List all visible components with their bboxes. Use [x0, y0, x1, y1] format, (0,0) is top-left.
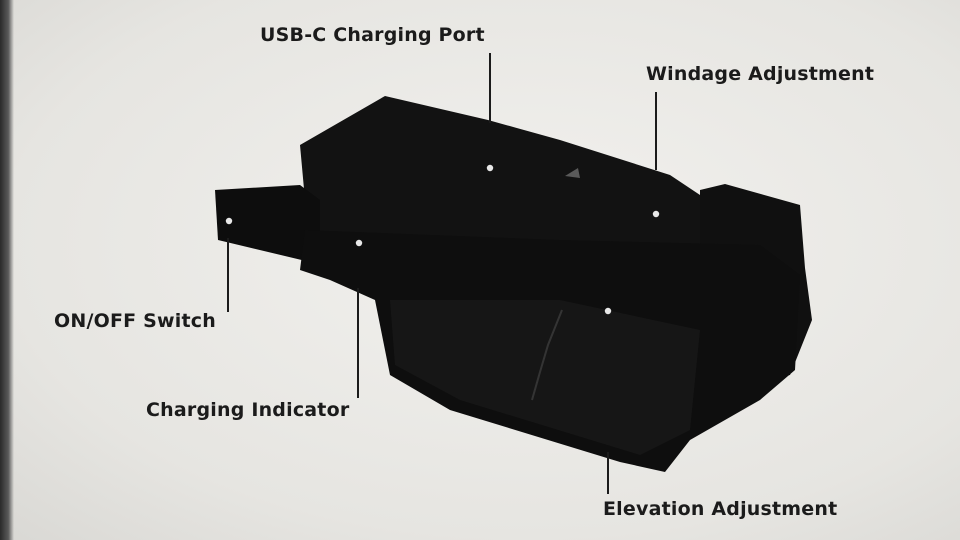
leader-elevation: [607, 452, 609, 494]
device-shade-band: [390, 300, 700, 455]
label-elevation-adjustment: Elevation Adjustment: [603, 498, 838, 520]
callout-dot-on-off: [225, 217, 233, 225]
leader-on-off: [227, 238, 229, 312]
leader-windage: [655, 92, 657, 170]
label-windage-adjustment: Windage Adjustment: [646, 63, 875, 85]
callout-dot-usb-port: [486, 164, 494, 172]
leader-usb-port: [489, 53, 491, 123]
device-top-housing: [300, 96, 800, 260]
label-usb-c-charging-port: USB-C Charging Port: [260, 24, 485, 46]
device-scratch: [531, 309, 563, 401]
page-edge-shadow: [0, 0, 14, 540]
leader-charging-indicator: [357, 288, 359, 398]
device-arrow-mark: [565, 168, 580, 178]
device-rail-mount: [215, 185, 320, 262]
label-on-off-switch: ON/OFF Switch: [54, 310, 216, 332]
label-charging-indicator: Charging Indicator: [146, 399, 350, 421]
callout-dot-windage: [652, 210, 660, 218]
callout-dot-charging-indicator: [355, 239, 363, 247]
callout-dot-elevation: [604, 307, 612, 315]
